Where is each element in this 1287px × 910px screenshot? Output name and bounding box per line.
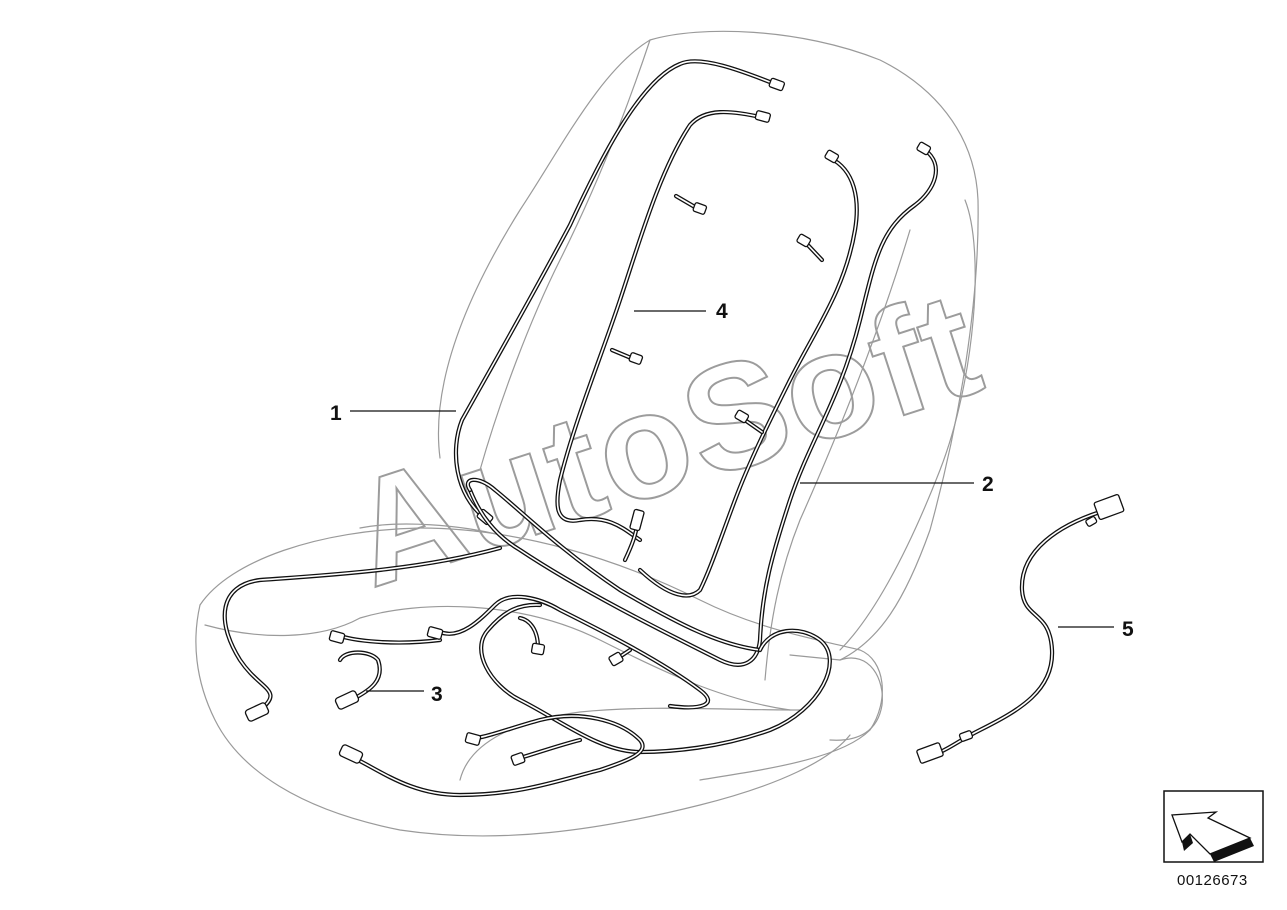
callout-5: 5 <box>1122 618 1134 641</box>
connector <box>629 508 645 532</box>
connector <box>768 77 786 92</box>
connector <box>530 642 546 656</box>
connector <box>796 233 812 248</box>
wire-harness-2 <box>465 141 938 667</box>
document-number: 00126673 <box>1177 872 1248 889</box>
connector <box>510 752 526 766</box>
connector <box>916 141 932 156</box>
connector <box>734 409 750 424</box>
callout-3: 3 <box>431 683 443 706</box>
connector <box>692 202 708 215</box>
direction-arrow-icon <box>1163 790 1264 863</box>
callout-4: 4 <box>716 300 728 323</box>
connector-ferrule <box>958 730 974 742</box>
cable-5 <box>916 494 1125 764</box>
connector <box>328 630 346 644</box>
connector <box>608 651 624 667</box>
connector-ferrule <box>1085 515 1098 527</box>
connector <box>338 744 364 764</box>
connector-plug <box>1093 494 1125 520</box>
backrest-outline <box>437 30 979 661</box>
connector <box>244 702 270 722</box>
wire-harness-3 <box>222 545 832 798</box>
cushion-outline <box>199 527 883 781</box>
connector <box>426 626 444 640</box>
connector <box>334 690 360 710</box>
wire-harness-4 <box>555 110 859 598</box>
connector-plug <box>916 742 944 764</box>
seat-outline <box>195 30 979 837</box>
connector <box>754 110 771 123</box>
callout-2: 2 <box>982 473 994 496</box>
connector <box>464 732 482 746</box>
connector <box>824 149 840 164</box>
connector <box>628 352 644 365</box>
callout-1: 1 <box>330 402 342 425</box>
